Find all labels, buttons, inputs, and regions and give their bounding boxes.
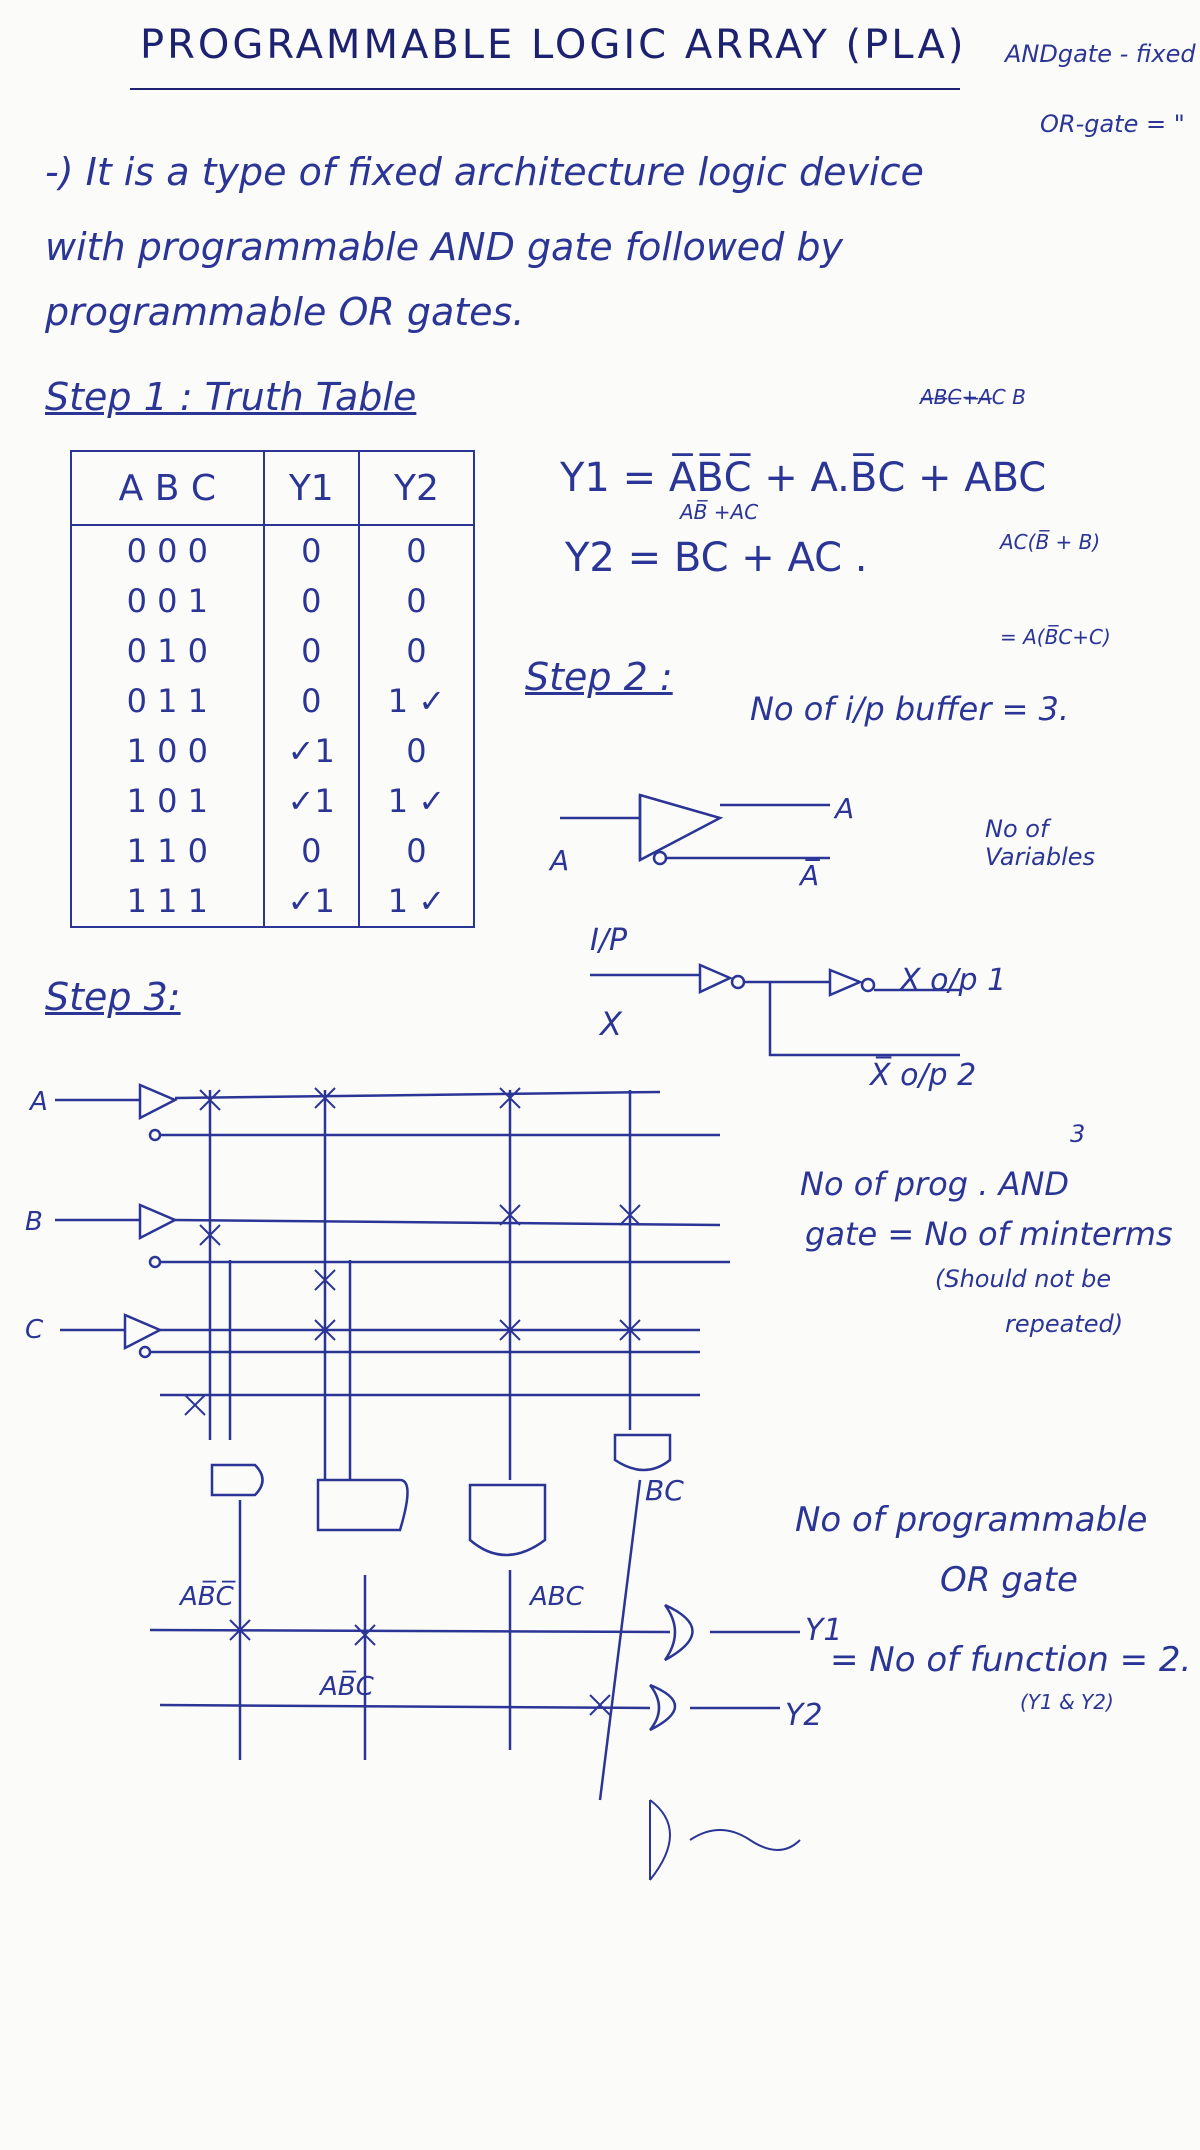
cell-y2: 1 ✓: [357, 676, 474, 726]
cell-y1: 0: [262, 626, 359, 676]
or-count-line1: No of programmable: [795, 1500, 1148, 1540]
ip-label: I/P: [590, 923, 628, 958]
cell-y2: 0: [357, 626, 474, 676]
and-gates: [210, 1433, 672, 1557]
scratch-3: = A(B̅C+C): [1000, 625, 1111, 649]
equation-y2: Y2 = BC + AC .: [565, 535, 868, 581]
or-count-line2: OR gate: [940, 1560, 1078, 1600]
or-count-line4: (Y1 & Y2): [1020, 1690, 1114, 1714]
buffer-out-bar-label: A̅: [798, 858, 821, 892]
input-lines: [150, 1090, 730, 1397]
and-count-line1: No of prog . AND: [800, 1165, 1070, 1203]
and-count-line3: (Should not be: [935, 1265, 1112, 1293]
buffer-out-label: A: [833, 792, 854, 825]
buffer-in-label: A: [548, 844, 569, 877]
fuse-marks: [184, 1087, 641, 1716]
ip-var: X: [598, 1005, 623, 1043]
equation-y1: Y1 = A̅B̅C̅ + A.B̅C + ABC: [560, 455, 1047, 501]
and-term-3: ABC: [528, 1582, 585, 1612]
input-buffers: A B C: [25, 1083, 178, 1359]
and-term-1: AB̅C̅: [178, 1580, 236, 1612]
cell-y1: ✓1: [262, 876, 359, 927]
definition-line-2: with programmable AND gate followed by: [45, 225, 843, 269]
definition-line-3: programmable OR gates.: [45, 290, 525, 334]
col-y2: Y2: [357, 451, 474, 526]
cell-y2: 0: [357, 525, 474, 576]
col-abc: A B C: [71, 451, 264, 526]
step2-heading: Step 2 :: [525, 655, 673, 699]
cell-abc: 1 1 0: [126, 832, 209, 870]
output-y2: Y2: [785, 1698, 822, 1733]
or-count-line3: = No of function = 2.: [830, 1640, 1192, 1680]
step1-heading: Step 1 : Truth Table: [45, 375, 417, 419]
buffer-diagram: A A A̅: [548, 792, 854, 892]
scribbled-gate: [649, 1799, 801, 1881]
and-term-4: BC: [645, 1474, 684, 1507]
and-count-arrow: 3: [1070, 1120, 1086, 1148]
cell-y2: 0: [357, 576, 474, 626]
cell-abc: 0 0 1: [126, 582, 209, 620]
cell-y2: 0: [357, 726, 474, 776]
col-y1: Y1: [262, 451, 359, 526]
cell-y1: ✓1: [262, 776, 359, 826]
and-count-line4: repeated): [1005, 1310, 1124, 1338]
side-note-and: ANDgate - fixed: [1005, 40, 1196, 68]
op1-label: X o/p 1: [898, 963, 1006, 998]
cell-abc: 1 0 0: [126, 732, 209, 770]
cell-y1: ✓1: [262, 726, 359, 776]
cell-y1: 0: [262, 826, 359, 876]
pla-diagram: A B C: [25, 1083, 842, 1881]
title-underline: [130, 88, 960, 90]
cell-y1: 0: [262, 525, 359, 576]
output-y1: Y1: [805, 1613, 842, 1648]
cell-y1: 0: [262, 576, 359, 626]
scratch-2: AC(B̅ + B): [1000, 530, 1101, 554]
cell-y2: 1 ✓: [357, 776, 474, 826]
cell-abc: 0 1 0: [126, 632, 209, 670]
input-b: B: [25, 1207, 43, 1237]
buffer-count: No of i/p buffer = 3.: [750, 690, 1070, 728]
step3-heading: Step 3:: [45, 975, 181, 1019]
side-note-or: OR-gate = ": [1040, 110, 1185, 138]
definition-line-1: -) It is a type of fixed architecture lo…: [45, 150, 924, 194]
input-c: C: [25, 1315, 44, 1345]
equation-y2-note: AB̅ +AC: [680, 500, 759, 524]
op2-label: X̅ o/p 2: [868, 1056, 976, 1093]
or-array: [149, 1479, 800, 1801]
cell-y1: 0: [262, 676, 359, 726]
inverter-diagram: I/P X X o/p 1 X̅ o/p 2: [590, 923, 1006, 1093]
cell-abc: 0 1 1: [126, 682, 209, 720]
scratch-1: A̶B̶C̶+̶A̶C B: [920, 385, 1026, 409]
input-a: A: [28, 1087, 48, 1117]
cell-abc: 1 0 1: [126, 782, 209, 820]
cell-y2: 1 ✓: [357, 876, 474, 927]
variables-note: No of Variables: [985, 815, 1096, 871]
cell-abc: 0 0 0: [126, 532, 209, 570]
cell-y2: 0: [357, 826, 474, 876]
and-term-2: AB̅C: [318, 1670, 375, 1702]
page-title: PROGRAMMABLE LOGIC ARRAY (PLA): [140, 22, 967, 68]
product-lines: [208, 1090, 632, 1480]
and-count-line2: gate = No of minterms: [805, 1215, 1173, 1253]
cell-abc: 1 1 1: [126, 882, 209, 920]
